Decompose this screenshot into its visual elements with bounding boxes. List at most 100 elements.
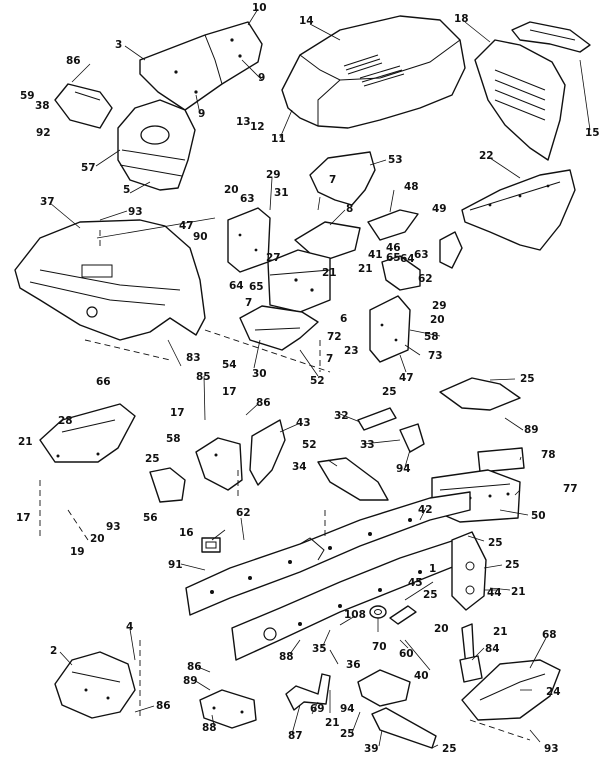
callout-84: 84 (485, 643, 500, 655)
callout-14: 14 (299, 15, 314, 27)
callout-7: 7 (245, 297, 252, 309)
callout-94: 94 (340, 703, 355, 715)
callout-72: 72 (327, 331, 342, 343)
callout-68: 68 (542, 629, 557, 641)
callout-29: 29 (432, 300, 447, 312)
callout-78: 78 (541, 449, 556, 461)
callout-33: 33 (360, 439, 375, 451)
callout-25: 25 (423, 589, 438, 601)
callout-54: 54 (222, 359, 237, 371)
callout-25: 25 (488, 537, 503, 549)
dash-bracket-left (54, 83, 113, 129)
callout-20: 20 (224, 184, 239, 196)
callout-35: 35 (312, 643, 327, 655)
callout-7: 7 (326, 353, 333, 365)
callout-27: 27 (266, 252, 281, 264)
callout-52: 52 (310, 375, 325, 387)
callout-37: 37 (40, 196, 55, 208)
linkage-45 (389, 605, 417, 625)
callout-9: 9 (258, 72, 265, 84)
callout-10: 10 (252, 2, 267, 14)
mount-plate-left (227, 207, 271, 273)
callout-17: 17 (16, 512, 31, 524)
callout-44: 44 (487, 587, 502, 599)
callout-62: 62 (418, 273, 433, 285)
callout-4: 4 (126, 621, 133, 633)
callout-93: 93 (544, 743, 559, 755)
callout-92: 92 (36, 127, 51, 139)
mount-plate-right (369, 295, 411, 363)
callout-23: 23 (344, 345, 359, 357)
callout-41: 41 (368, 249, 383, 261)
callout-43: 43 (296, 417, 311, 429)
callout-30: 30 (252, 368, 267, 380)
callout-24: 24 (546, 686, 561, 698)
callout-labels: 10 14 18 3 86 59 38 92 9 9 13 12 11 15 5… (16, 2, 600, 755)
callout-64: 64 (400, 253, 415, 265)
callout-88: 88 (279, 651, 294, 663)
callout-42: 42 (418, 504, 433, 516)
callout-29: 29 (266, 169, 281, 181)
callout-52: 52 (302, 439, 317, 451)
callout-6: 6 (340, 313, 347, 325)
dash-panel-upper (139, 21, 263, 111)
callout-65: 65 (386, 252, 401, 264)
side-panel-right (461, 169, 576, 251)
foot-plate-left (39, 403, 136, 463)
callout-58: 58 (166, 433, 181, 445)
callout-63: 63 (240, 193, 255, 205)
callout-15: 15 (585, 127, 600, 139)
plate-78 (477, 447, 525, 473)
callout-2: 2 (50, 645, 57, 657)
assembly-lines (39, 230, 531, 741)
bracket-49 (439, 231, 463, 269)
hood-grille (343, 54, 405, 87)
callout-16: 16 (179, 527, 194, 539)
fender-deck (14, 219, 206, 341)
grommet-16 (201, 537, 221, 553)
callout-21: 21 (493, 626, 508, 638)
bracket-32-33 (357, 407, 425, 453)
callout-93: 93 (128, 206, 143, 218)
callout-83: 83 (186, 352, 201, 364)
callout-20: 20 (90, 533, 105, 545)
bracket-46 (367, 209, 421, 291)
callout-9: 9 (198, 108, 205, 120)
callout-86: 86 (66, 55, 81, 67)
callout-108: 108 (344, 609, 366, 621)
callout-89: 89 (183, 675, 198, 687)
callout-21: 21 (325, 717, 340, 729)
callout-21: 21 (358, 263, 373, 275)
callout-5: 5 (123, 184, 130, 196)
pedal-84 (459, 623, 483, 683)
seat-pan-bracket (239, 305, 319, 351)
callout-45: 45 (408, 577, 423, 589)
brake-bracket-58 (195, 437, 243, 491)
callout-39: 39 (364, 743, 379, 755)
callout-89: 89 (524, 424, 539, 436)
steering-column-cover (117, 99, 196, 191)
callout-46: 46 (386, 242, 401, 254)
callout-25: 25 (340, 728, 355, 740)
callout-59: 59 (20, 90, 35, 102)
callout-86: 86 (156, 700, 171, 712)
cover-89 (439, 377, 521, 411)
callout-73: 73 (428, 350, 443, 362)
lever-87-69 (285, 673, 331, 711)
callout-20: 20 (430, 314, 445, 326)
bracket-88 (199, 689, 257, 729)
callout-91: 91 (168, 559, 183, 571)
callout-25: 25 (442, 743, 457, 755)
callout-20: 20 (434, 623, 449, 635)
bracket-2 (54, 651, 136, 719)
callout-94: 94 (396, 463, 411, 475)
bushing-70 (369, 605, 387, 619)
callout-93: 93 (106, 521, 121, 533)
callout-87: 87 (288, 730, 303, 742)
callout-28: 28 (58, 415, 73, 427)
callout-12: 12 (250, 121, 265, 133)
bracket-39 (371, 707, 437, 749)
callout-31: 31 (274, 187, 289, 199)
callout-47: 47 (399, 372, 414, 384)
callout-65: 65 (249, 281, 264, 293)
